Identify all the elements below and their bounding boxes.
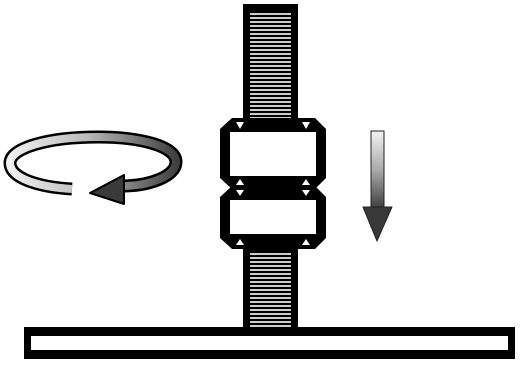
threaded-rod-upper [243,4,298,122]
lower-nut [220,186,326,249]
threaded-rod-lower [243,246,298,330]
circular-arrow-icon [3,130,183,205]
down-arrow-icon [362,130,393,242]
base-plate [24,327,515,359]
upper-nut [220,118,326,189]
